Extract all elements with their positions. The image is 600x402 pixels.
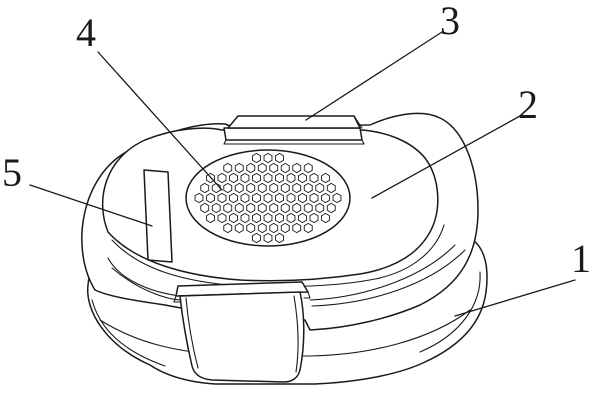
perforation-hole: [257, 182, 267, 194]
perforation-hole: [275, 212, 284, 224]
leader-2: [371, 115, 521, 199]
perforation-hole: [211, 202, 221, 214]
perforated-window: [185, 149, 351, 247]
perforation-hole: [229, 212, 238, 224]
perforation-hole: [246, 222, 256, 234]
perforation-hole: [326, 202, 336, 214]
perforation-hole: [217, 212, 227, 224]
perforation-hole: [303, 162, 313, 174]
perforation-hole: [292, 162, 302, 174]
perforation-hole: [309, 172, 319, 184]
perforation-hole: [292, 222, 302, 234]
perforation-hole: [257, 222, 267, 234]
perforation-hole: [211, 182, 221, 194]
perforation-hole: [246, 162, 256, 174]
perforation-hole: [200, 202, 210, 214]
perforation-hole: [315, 202, 325, 214]
perforation-hole: [292, 182, 302, 194]
perforation-hole: [280, 162, 290, 174]
perforation-hole: [257, 202, 267, 214]
perforation-hole: [269, 222, 279, 234]
perforation-hole: [234, 222, 244, 234]
perforation-hole: [275, 232, 284, 244]
perforation-hole: [223, 182, 233, 194]
callout-2: 2: [518, 82, 538, 127]
perforation-hole: [200, 182, 210, 194]
perforation-hole: [234, 202, 244, 214]
perforation-hole: [206, 192, 215, 204]
perforation-hole: [332, 192, 342, 204]
leader-5: [29, 184, 153, 227]
perforation-hole: [240, 192, 250, 204]
perforation-hole: [315, 182, 325, 194]
perforation-hole: [217, 172, 227, 184]
perforation-hole: [252, 172, 261, 184]
perforation-hole: [252, 152, 261, 164]
callout-5: 5: [2, 150, 22, 195]
perforation-hole: [252, 212, 261, 224]
perforation-hole: [223, 162, 233, 174]
callout-labels: 1 2 3 4 5: [2, 0, 591, 281]
callout-1: 1: [571, 236, 591, 281]
perforation-hole: [223, 202, 233, 214]
leader-3: [305, 31, 443, 121]
perforation-hole: [326, 182, 336, 194]
perforation-hole: [194, 192, 204, 204]
side-slot: [143, 169, 173, 263]
top-hinge-tab: [223, 115, 365, 145]
perforation-hole: [269, 182, 279, 194]
leader-lines: [29, 31, 576, 317]
perforation-hole: [303, 222, 313, 234]
perforation-hole: [286, 192, 296, 204]
perforation-hole: [280, 222, 290, 234]
perforation-hole: [263, 232, 273, 244]
front-latch: [173, 281, 311, 383]
perforation-hole: [321, 212, 330, 224]
perforation-hole: [303, 182, 313, 194]
perforation-hole: [229, 172, 238, 184]
perforation-hole: [303, 202, 313, 214]
perforation-hole: [298, 192, 307, 204]
perforation-hole: [298, 212, 307, 224]
perforation-hole: [229, 192, 238, 204]
perforation-hole: [263, 212, 273, 224]
perforation-hole: [234, 182, 244, 194]
perforation-hole: [234, 162, 244, 174]
perforation-hole: [309, 212, 319, 224]
perforation-hole: [240, 212, 250, 224]
perforation-hole: [263, 152, 273, 164]
callout-4: 4: [76, 10, 96, 55]
perforation-hole: [263, 172, 273, 184]
perforation-hole: [206, 172, 215, 184]
perforation-hole: [280, 182, 290, 194]
perforation-hole: [206, 212, 215, 224]
perforation-hole: [309, 192, 319, 204]
leader-4: [97, 51, 223, 191]
perforation-hole: [240, 172, 250, 184]
perforation-hole: [321, 172, 330, 184]
perforation-hole: [246, 202, 256, 214]
perforation-hole: [298, 172, 307, 184]
perforation-hole: [275, 152, 284, 164]
perforation-hole: [275, 192, 284, 204]
perforation-pattern: [194, 152, 342, 244]
perforation-hole: [286, 172, 296, 184]
perforation-hole: [286, 212, 296, 224]
perforation-hole: [252, 232, 261, 244]
perforation-hole: [292, 202, 302, 214]
perforation-hole: [246, 182, 256, 194]
leader-1: [454, 279, 576, 317]
perforation-hole: [269, 162, 279, 174]
callout-3: 3: [440, 0, 460, 43]
perforation-hole: [321, 192, 330, 204]
perforation-hole: [223, 222, 233, 234]
perforation-hole: [280, 202, 290, 214]
perforation-hole: [257, 162, 267, 174]
perforation-hole: [269, 202, 279, 214]
perforation-hole: [252, 192, 261, 204]
perforation-hole: [263, 192, 273, 204]
perforation-hole: [217, 192, 227, 204]
perforation-hole: [275, 172, 284, 184]
